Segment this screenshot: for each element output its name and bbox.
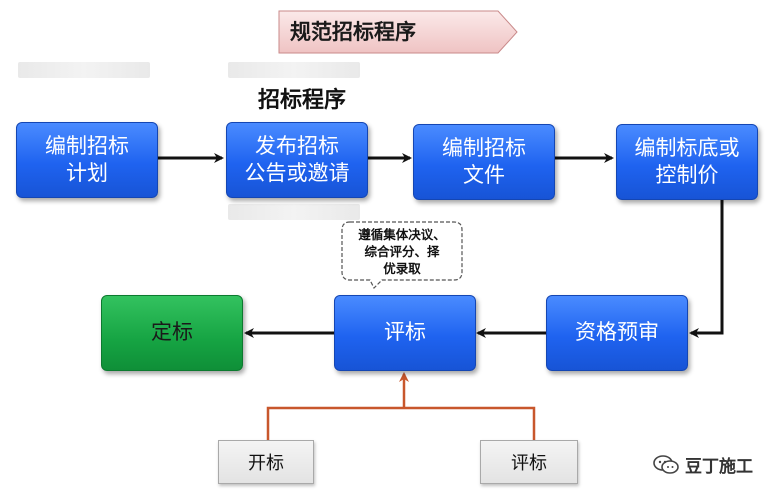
blurred-strip xyxy=(228,62,360,78)
step-publish-notice: 发布招标公告或邀请 xyxy=(226,122,368,198)
step-label-line: 控制价 xyxy=(655,163,719,187)
watermark-text: 豆丁施工 xyxy=(685,457,753,477)
banner-shape xyxy=(278,10,518,54)
step-label-line: 计划 xyxy=(66,161,108,185)
step-control-price: 编制标底或控制价 xyxy=(616,124,758,200)
diagram-subtitle: 招标程序 xyxy=(258,88,347,113)
step-label-line: 编制招标 xyxy=(45,133,129,158)
bid-evaluation-box: 评标 xyxy=(480,440,578,484)
step-label-line: 评标 xyxy=(384,320,426,345)
step-prepare-documents: 编制招标文件 xyxy=(413,124,555,200)
step-label-line: 编制标底或 xyxy=(634,135,740,160)
step-label-line: 发布招标 xyxy=(255,133,339,158)
watermark: 豆丁施工 xyxy=(653,452,753,477)
step-label-line: 资格预审 xyxy=(575,320,659,345)
arrow-4-5 xyxy=(689,198,724,338)
step-label-line: 定标 xyxy=(151,320,193,345)
step-evaluation: 评标 xyxy=(334,295,476,371)
step-prequalification: 资格预审 xyxy=(546,295,688,371)
blurred-strip xyxy=(228,204,360,220)
callout-shape xyxy=(341,221,463,290)
callout-line: 优录取 xyxy=(383,261,421,276)
callout-line: 综合评分、择 xyxy=(364,244,440,259)
step-label-line: 文件 xyxy=(463,163,505,187)
wechat-icon xyxy=(653,454,679,475)
blurred-strip xyxy=(18,62,150,78)
step-award: 定标 xyxy=(101,295,243,371)
step-label-line: 公告或邀请 xyxy=(244,161,350,185)
bid-opening-label: 开标 xyxy=(248,453,284,474)
step-prepare-plan: 编制招标计划 xyxy=(16,122,158,198)
bid-opening-box: 开标 xyxy=(218,440,314,484)
title-banner: 规范招标程序 xyxy=(278,10,518,54)
page-title: 规范招标程序 xyxy=(290,20,416,44)
orange-connector-right xyxy=(404,406,536,442)
orange-connector-left xyxy=(266,406,404,442)
step-label-line: 编制招标 xyxy=(442,135,526,160)
evaluation-note-callout: 遵循集体决议、 综合评分、择 优录取 xyxy=(340,220,464,290)
callout-line: 遵循集体决议、 xyxy=(358,227,446,242)
bid-evaluation-label: 评标 xyxy=(511,453,547,474)
